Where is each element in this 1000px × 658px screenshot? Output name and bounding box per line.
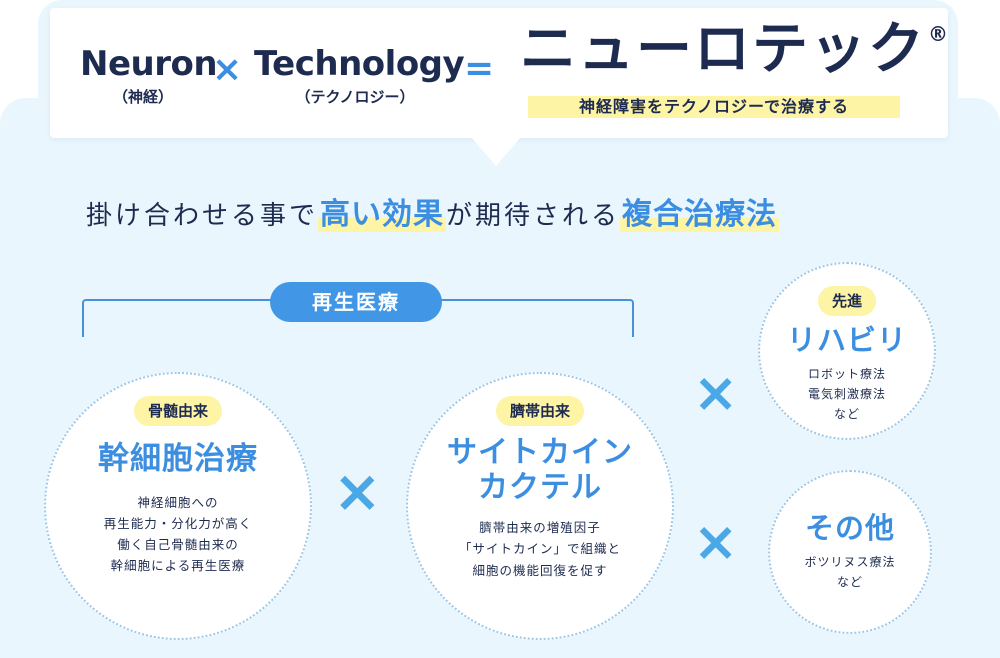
term-neuron: Neuron （神経） [80,44,218,107]
headline-highlight-effect: 高い効果 [318,197,447,232]
card-stem-cell-title: 幹細胞治療 [98,441,258,477]
title-line: カクテル [478,469,602,505]
desc-line: 臍帯由来の増殖因子 [479,520,601,535]
term-neuron-en: Neuron [80,44,218,84]
headline-part1: 掛け合わせる事で [86,201,319,231]
times-icon: × [693,361,739,424]
card-cytokine-title: サイトカイン カクテル [408,435,672,505]
card-stem-cell-desc: 神経細胞への 再生能力・分化力が高く 働く自己骨髄由来の 幹細胞による再生医療 [46,492,310,577]
title-line: サイトカイン [447,435,633,470]
brand-name: ニューロテック® [520,22,950,78]
desc-line: 働く自己骨髄由来の [117,537,239,553]
term-neuron-ja: （神経） [112,88,173,106]
registered-mark: ® [928,22,950,46]
card-rehab-desc: ロボット療法 電気刺激療法 など [760,365,934,424]
card-stem-cell: 骨髄由来 幹細胞治療 神経細胞への 再生能力・分化力が高く 働く自己骨髄由来の … [44,372,312,640]
desc-line: など [833,406,860,421]
speech-bubble-tail [470,136,522,166]
desc-line: ボツリヌス療法 [804,555,896,570]
card-rehab-tag: 先進 [817,286,876,316]
headline-part2: が期待される [446,201,621,231]
regenerative-medicine-label: 再生医療 [270,282,442,322]
times-operator: × [212,49,243,90]
card-cytokine-tag: 臍帯由来 [495,396,584,426]
term-technology-en: Technology [254,44,465,84]
desc-line: 神経細胞への [137,494,219,510]
term-technology: Technology （テクノロジー） [254,44,465,107]
term-technology-ja: （テクノロジー） [295,88,415,106]
desc-line: 幹細胞による再生医療 [110,558,246,574]
desc-line: 「サイトカイン」で組織と [458,541,621,557]
times-icon: × [693,510,739,573]
brand-tagline: 神経障害をテクノロジーで治療する [528,96,900,118]
desc-line: など [836,575,863,590]
headline: 掛け合わせる事で高い効果が期待される複合治療法 [86,192,780,238]
desc-line: 電気刺激療法 [807,387,886,402]
headline-highlight-combined: 複合治療法 [620,197,780,232]
card-other-desc: ボツリヌス療法 など [770,553,930,593]
card-other-title: その他 [804,511,895,545]
desc-line: 再生能力・分化力が高く [103,515,253,531]
card-stem-cell-tag: 骨髄由来 [133,396,222,426]
card-cytokine-desc: 臍帯由来の増殖因子 「サイトカイン」で組織と 細胞の機能回復を促す [408,517,672,581]
brand-name-text: ニューロテック [520,17,926,82]
card-cytokine: 臍帯由来 サイトカイン カクテル 臍帯由来の増殖因子 「サイトカイン」で組織と … [406,372,674,640]
equals-operator: = [464,48,495,89]
desc-line: ロボット療法 [807,367,886,382]
desc-line: 細胞の機能回復を促す [472,562,608,578]
card-rehab: 先進 リハビリ ロボット療法 電気刺激療法 など [758,262,936,440]
card-rehab-title: リハビリ [786,323,907,357]
card-other: その他 ボツリヌス療法 など [768,470,932,634]
times-icon: × [333,457,382,525]
